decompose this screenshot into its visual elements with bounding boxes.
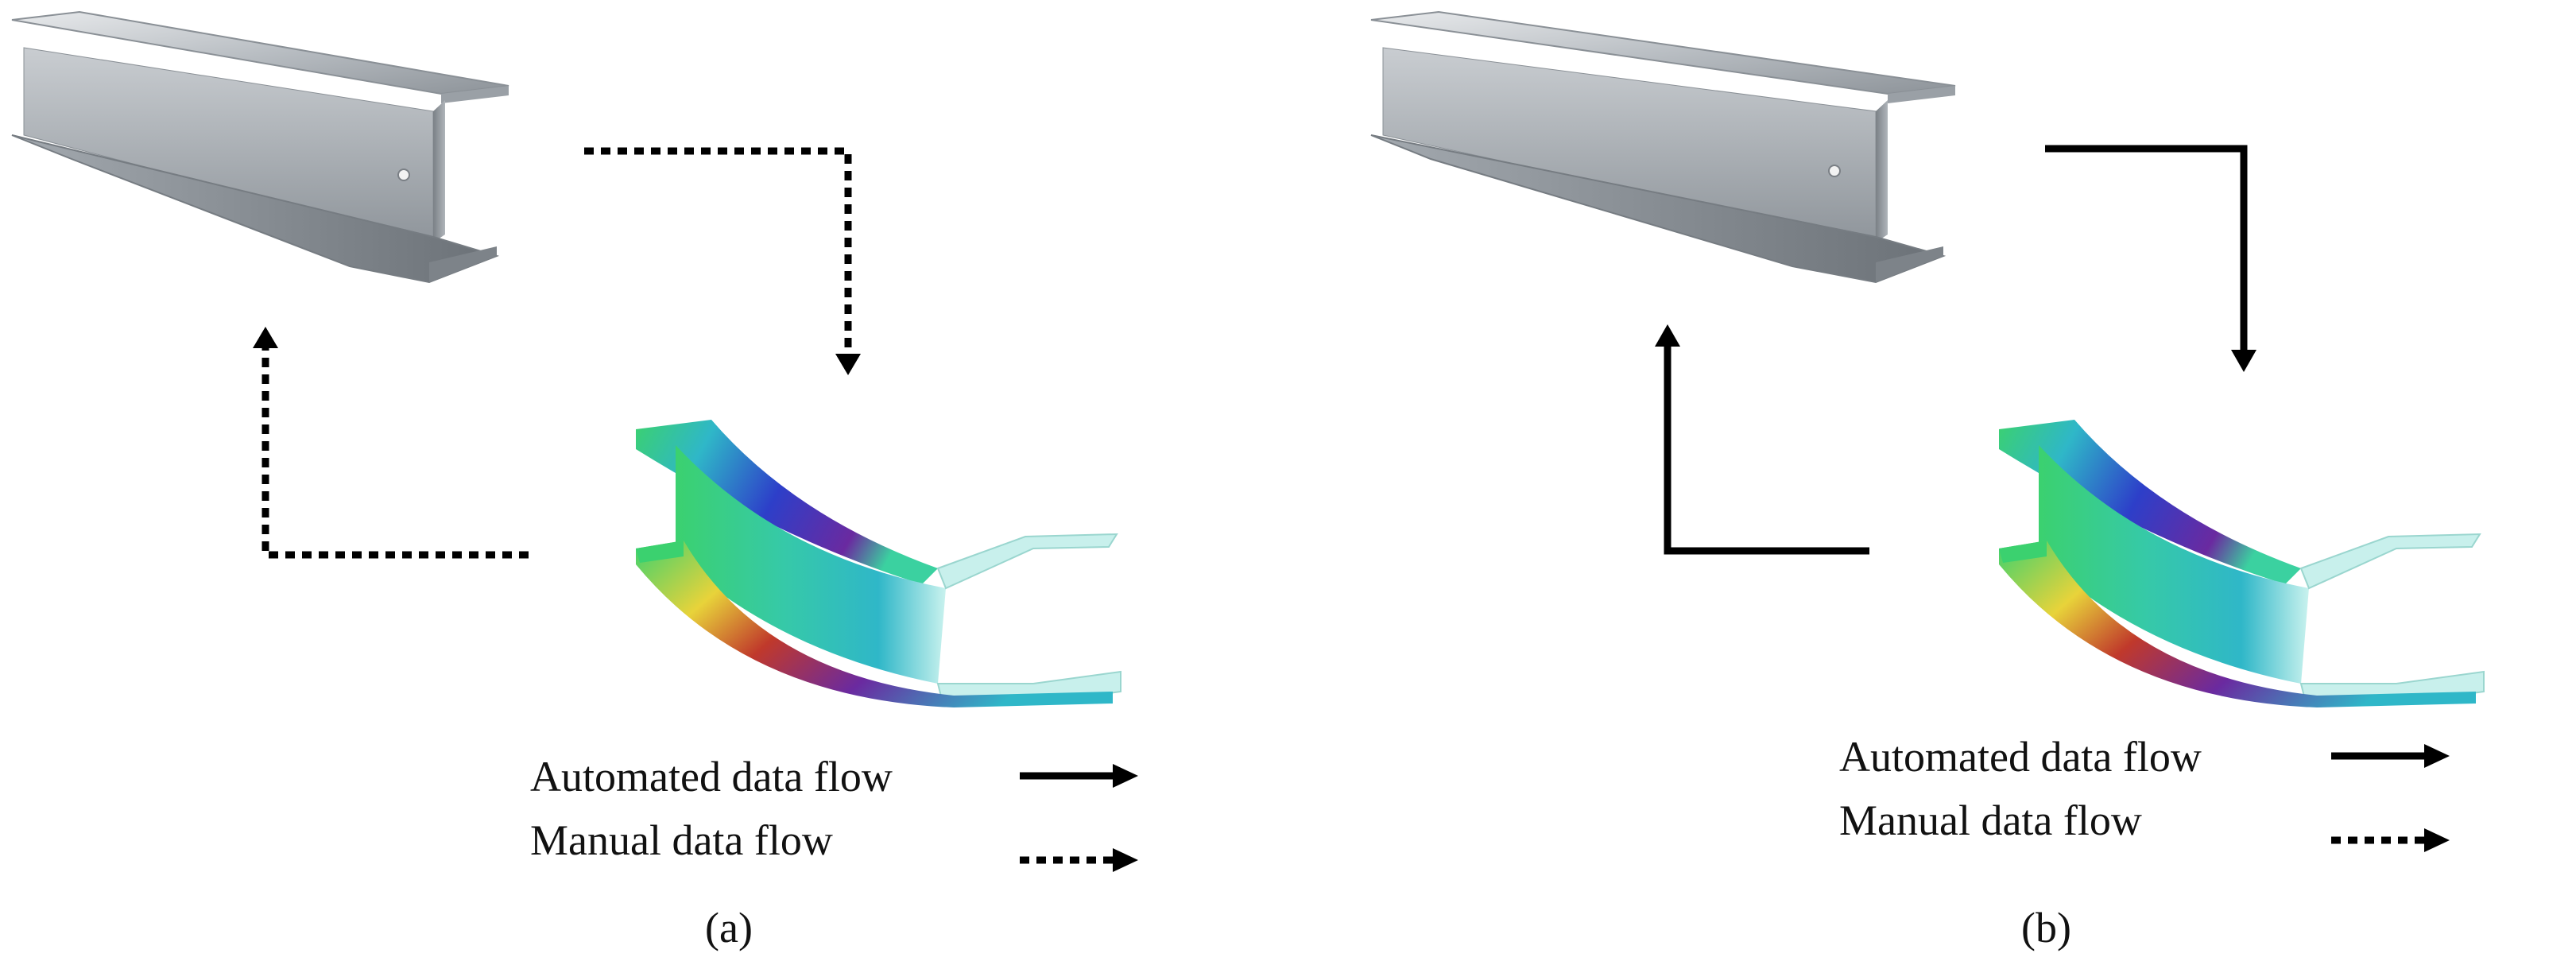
legend-manual-label: Manual data flow — [530, 816, 833, 864]
dotted-arrow-icon — [1020, 848, 1138, 872]
legend-b: Automated data flow Manual data flow — [1839, 733, 2450, 852]
legend-a: Automated data flow Manual data flow — [530, 753, 1138, 872]
solid-arrow-icon — [1020, 764, 1138, 788]
manual-flow-arrow-right-down — [584, 147, 861, 375]
automated-flow-arrow-right-down — [2045, 145, 2256, 372]
legend-automated-label: Automated data flow — [1839, 733, 2202, 781]
manual-flow-arrow-left-up — [253, 327, 529, 559]
fea-simulation-image — [1999, 420, 2485, 707]
panel-caption: (a) — [705, 904, 753, 952]
panel-a: Automated data flow Manual data flow (a) — [11, 10, 1138, 952]
fea-simulation-image — [636, 420, 1121, 707]
solid-arrow-icon — [2331, 744, 2450, 768]
panel-caption: (b) — [2021, 904, 2071, 952]
dotted-arrow-icon — [2331, 828, 2450, 852]
automated-flow-arrow-left-up — [1655, 324, 1869, 555]
steel-beam-image — [11, 10, 509, 284]
steel-beam-image — [1370, 10, 1956, 284]
legend-automated-label: Automated data flow — [530, 753, 893, 800]
legend-manual-label: Manual data flow — [1839, 797, 2142, 844]
panel-b: Automated data flow Manual data flow (b) — [1370, 10, 2485, 952]
